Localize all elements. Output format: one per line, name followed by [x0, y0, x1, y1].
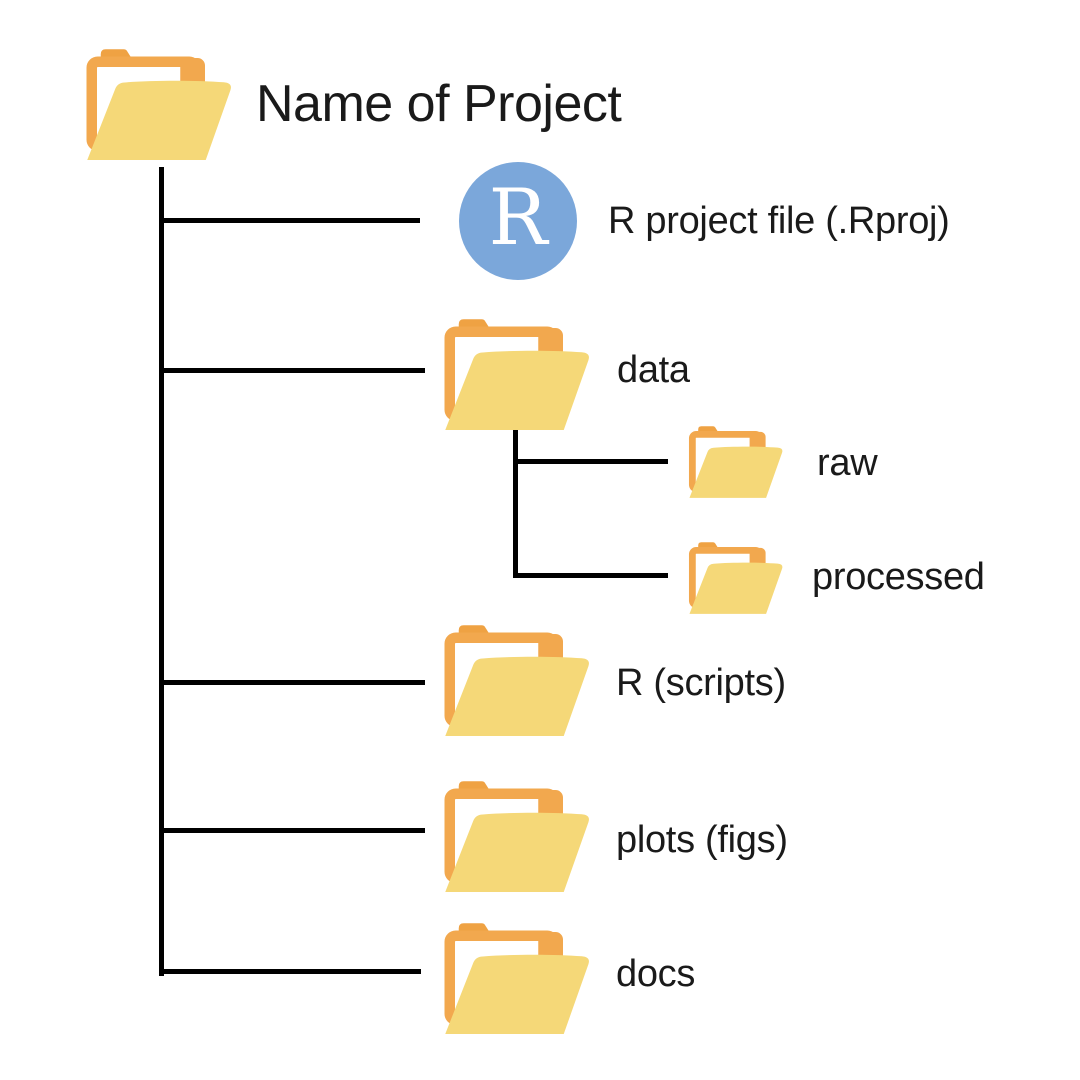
node-label-rproj: R project file (.Rproj)	[608, 200, 950, 242]
connector-data	[159, 368, 425, 373]
connector-processed	[513, 573, 668, 578]
folder-open-icon	[443, 920, 593, 1037]
folder-open-icon	[85, 46, 235, 163]
node-label-plots: plots (figs)	[616, 819, 788, 861]
node-label-scripts: R (scripts)	[616, 662, 786, 704]
folder-open-icon	[443, 622, 593, 739]
connector-docs	[159, 969, 421, 974]
r-logo-letter: R	[488, 173, 548, 263]
connector-trunk	[159, 167, 164, 976]
r-logo-icon: R	[459, 162, 577, 280]
root-folder-label: Name of Project	[256, 75, 622, 133]
connector-raw	[513, 459, 668, 464]
node-label-raw: raw	[817, 442, 878, 484]
node-label-docs: docs	[616, 953, 696, 995]
node-label-processed: processed	[812, 556, 985, 598]
connector-scripts	[159, 680, 425, 685]
folder-open-icon	[688, 540, 785, 616]
node-label-data: data	[617, 349, 690, 391]
connector-rproj	[159, 218, 420, 223]
folder-open-icon	[688, 424, 785, 500]
folder-open-icon	[443, 316, 593, 433]
connector-plots	[159, 828, 425, 833]
folder-open-icon	[443, 778, 593, 895]
connector-data-subtrunk	[513, 430, 518, 578]
